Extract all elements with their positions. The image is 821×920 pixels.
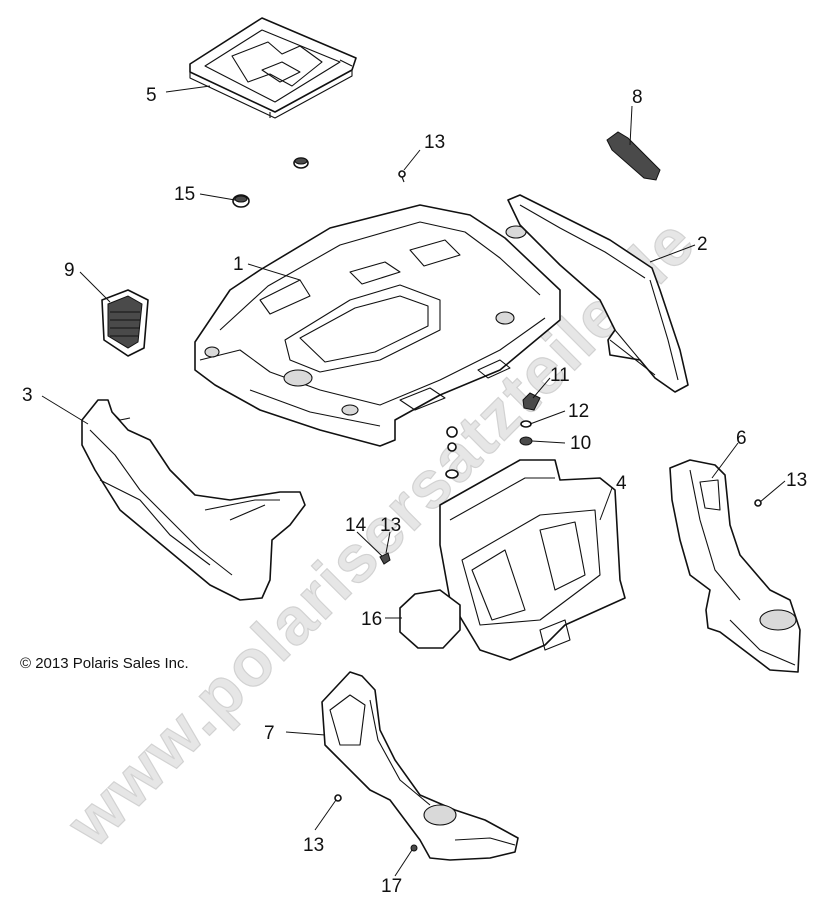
part-13-screw-bottom — [334, 794, 342, 802]
callout-16: 16 — [361, 609, 382, 630]
callout-15: 15 — [174, 184, 195, 205]
callout-13-top: 13 — [424, 132, 445, 153]
callout-11: 11 — [550, 365, 570, 386]
part-17-screw — [410, 844, 418, 852]
part-11-12-10-fasteners — [445, 392, 541, 479]
callout-labels: 5 8 13 15 1 2 9 3 11 12 10 4 6 13 14 13 … — [22, 85, 807, 897]
part-13-screw-top — [398, 170, 406, 183]
part-13-screw-right — [754, 499, 762, 507]
callout-14: 14 — [345, 515, 367, 536]
callout-5: 5 — [146, 85, 157, 106]
part-9-grille — [101, 289, 149, 357]
callout-13-right: 13 — [786, 470, 807, 491]
part-3-left-panel — [81, 399, 306, 601]
callout-4: 4 — [616, 473, 627, 494]
callout-17: 17 — [381, 876, 402, 897]
part-1-main-tub — [194, 204, 561, 447]
part-8-trim-strip — [606, 131, 661, 181]
part-2-right-panel — [507, 194, 689, 393]
part-14-screw — [379, 552, 391, 565]
callout-9: 9 — [64, 260, 75, 281]
part-4-floor-panel — [439, 459, 626, 661]
callout-13-mid: 13 — [380, 515, 401, 536]
callout-7: 7 — [264, 723, 275, 744]
callout-2: 2 — [697, 234, 708, 255]
leader-lines — [41, 85, 786, 877]
part-16-label — [399, 589, 461, 649]
callout-13-bottom: 13 — [303, 835, 324, 856]
copyright-notice: © 2013 Polaris Sales Inc. — [20, 655, 189, 672]
part-7-bottom-side-panel — [321, 671, 519, 861]
part-15-grommets — [232, 157, 309, 208]
callout-8: 8 — [632, 87, 643, 108]
callout-12: 12 — [568, 401, 589, 422]
callout-6: 6 — [736, 428, 747, 449]
part-5-storage-lid — [189, 17, 357, 119]
callout-1: 1 — [233, 254, 244, 275]
part-6-right-side-panel — [669, 459, 801, 673]
callout-10: 10 — [570, 433, 591, 454]
callout-3: 3 — [22, 385, 33, 406]
